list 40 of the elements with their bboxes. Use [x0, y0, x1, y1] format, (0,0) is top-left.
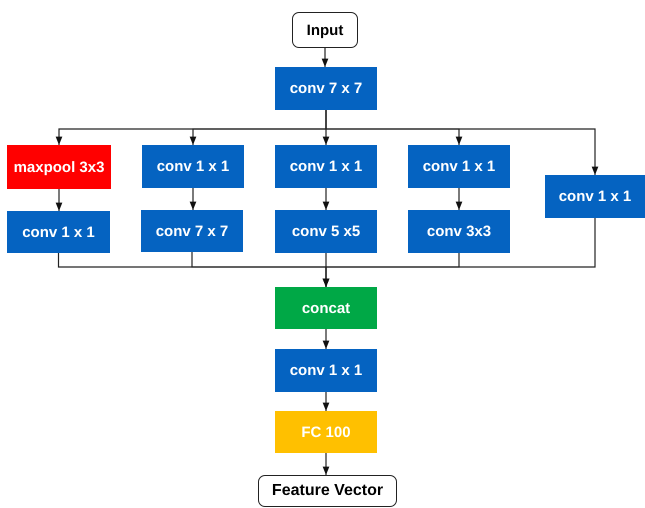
arrow [56, 189, 62, 211]
node-label: conv 1 x 1 [156, 158, 230, 175]
process-box [275, 210, 377, 253]
process-box [275, 411, 377, 453]
arrow [322, 392, 330, 411]
node-label: conv 1 x 1 [290, 362, 362, 379]
node-label: maxpool 3x3 [14, 158, 104, 176]
process-box [408, 145, 510, 188]
process-box [275, 349, 377, 392]
arrow [322, 329, 330, 349]
process-box [7, 211, 110, 253]
node-label: conv 7 x 7 [156, 222, 228, 240]
terminal-box [292, 12, 358, 48]
arrow [190, 188, 196, 210]
process-box [141, 210, 243, 252]
node-label: conv 1 x 1 [422, 158, 496, 175]
arrow [325, 110, 598, 175]
arrow [322, 48, 328, 67]
node-label: Feature Vector [272, 482, 384, 500]
process-box [408, 210, 510, 253]
node-label: conv 3x3 [426, 223, 492, 240]
node-label: conv 7 x 7 [290, 80, 362, 97]
arrow [322, 453, 330, 475]
process-box [142, 145, 244, 188]
terminal-box [258, 475, 397, 507]
arrow [322, 218, 596, 287]
process-box [275, 287, 377, 329]
node-label: conv 1 x 1 [22, 224, 95, 240]
node-label: Input [306, 22, 344, 38]
arrow [322, 188, 330, 210]
process-box [275, 67, 377, 110]
node-label: conv 1 x 1 [558, 188, 632, 205]
arrow [456, 188, 462, 210]
node-label: concat [302, 300, 350, 316]
node-label: conv 1 x 1 [290, 158, 362, 175]
node-label: FC 100 [301, 424, 351, 440]
node-label: conv 5 x5 [292, 223, 360, 240]
process-box [545, 175, 645, 218]
process-box [7, 145, 111, 189]
process-box [275, 145, 377, 188]
